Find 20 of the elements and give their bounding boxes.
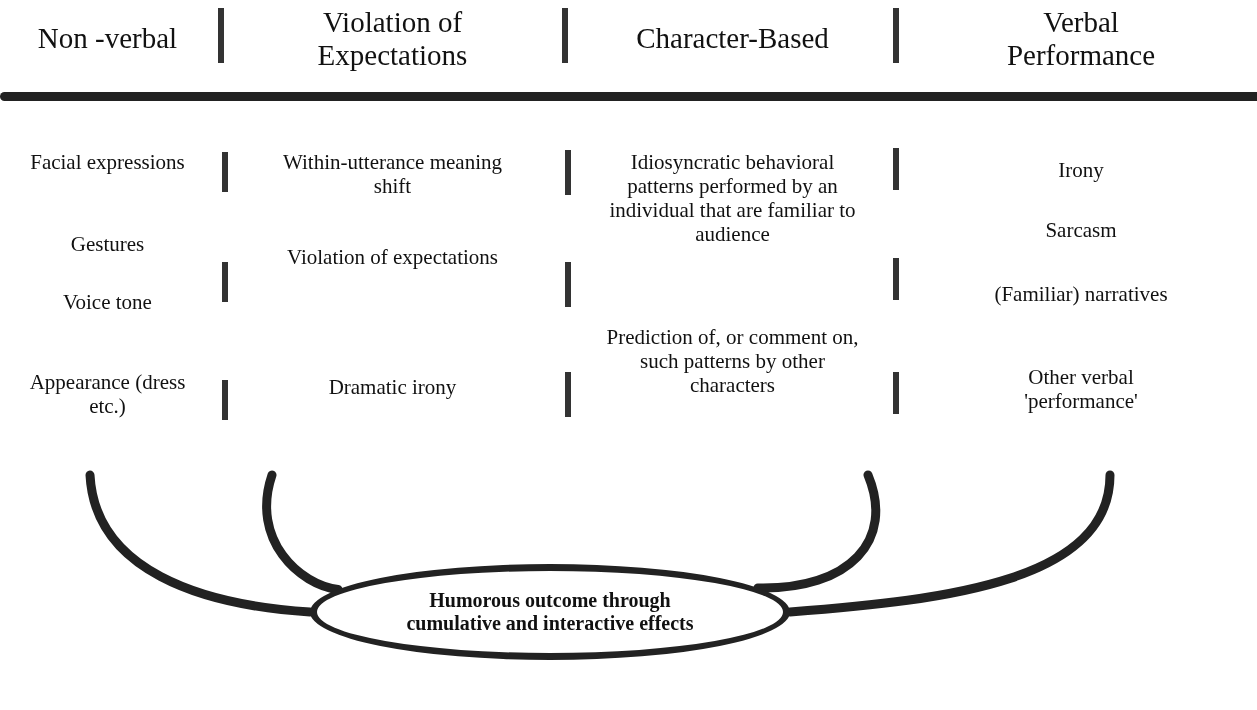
column-heading: Non -verbal xyxy=(36,22,179,55)
category-item: Gestures xyxy=(69,232,146,256)
category-item: Appearance (dress etc.) xyxy=(28,370,187,418)
category-item: Idiosyncratic behavioral patterns performed by an individual that are familiar to audience xyxy=(608,150,857,246)
category-item: (Familiar) narratives xyxy=(993,282,1169,306)
category-item: Irony xyxy=(1057,158,1105,182)
outcome-text: Humorous outcome through cumulative and interactive effects xyxy=(405,589,695,635)
column-heading: Verbal Performance xyxy=(1005,6,1157,72)
category-item: Voice tone xyxy=(62,290,153,314)
column-heading: Violation of Expectations xyxy=(316,6,469,72)
curved-connector xyxy=(753,470,881,593)
column-heading: Character-Based xyxy=(635,22,830,55)
category-item: Prediction of, or comment on, such patterns by other characters xyxy=(605,325,860,397)
category-item: Violation of expectations xyxy=(286,245,499,269)
category-item: Other verbal 'performance' xyxy=(1023,365,1139,413)
category-item: Within-utterance meaning shift xyxy=(282,150,503,198)
category-item: Dramatic irony xyxy=(327,375,458,399)
category-item: Facial expressions xyxy=(29,150,186,174)
category-item: Sarcasm xyxy=(1044,218,1118,242)
curved-connector xyxy=(262,470,343,594)
